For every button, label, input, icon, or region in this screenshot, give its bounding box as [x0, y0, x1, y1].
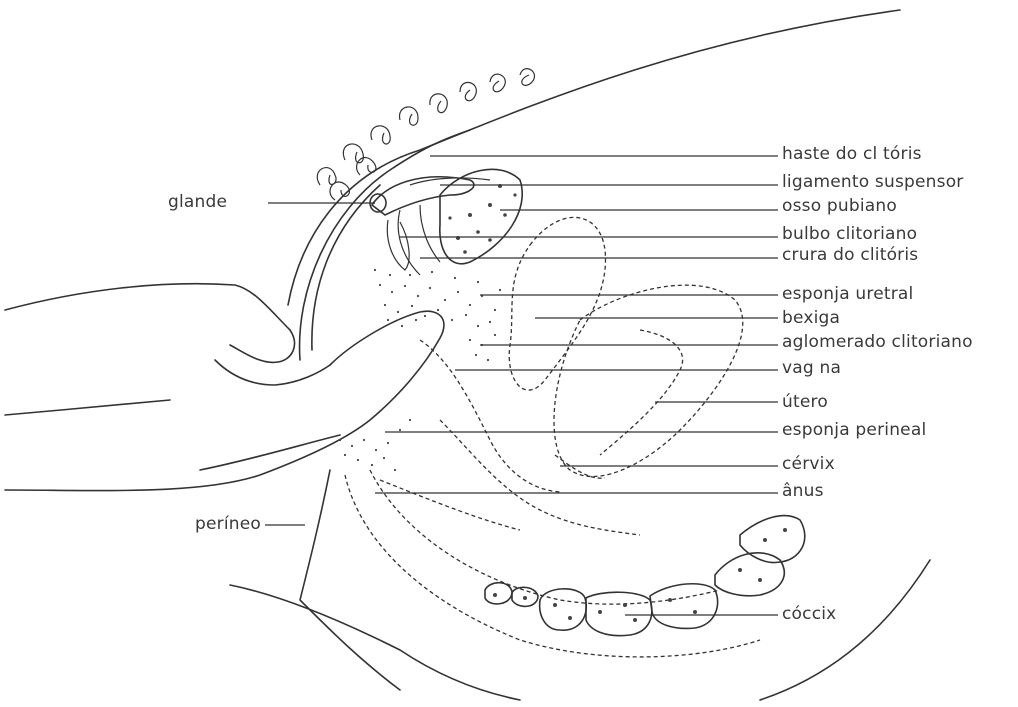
label-utero: útero [782, 394, 828, 411]
uterus [554, 285, 743, 476]
rectum-inner [370, 470, 720, 604]
buttock-contour [300, 470, 400, 690]
coccyx-segments [485, 516, 805, 636]
label-crura-do-clitoris: crura do clitóris [782, 247, 918, 264]
label-vagina: vag na [782, 360, 841, 377]
back-contour [760, 560, 930, 700]
inner-labia-contour [312, 185, 380, 350]
label-cervix: cérvix [782, 456, 835, 473]
label-glande: glande [168, 194, 227, 211]
vagina-wall [440, 420, 640, 535]
lower-body-contour [230, 585, 520, 700]
label-esponja-uretral: esponja uretral [782, 286, 913, 303]
label-bexiga: bexiga [782, 310, 840, 327]
bladder [509, 217, 605, 390]
pubic-bone [440, 169, 522, 263]
label-osso-pubiano: osso pubiano [782, 198, 897, 215]
vagina-canal [420, 340, 560, 492]
clitoral-shaft [372, 177, 474, 215]
perineal-inner [380, 480, 520, 530]
label-bulbo-clitoriano: bulbo clitoriano [782, 226, 917, 243]
label-coccix: cóccix [782, 606, 836, 623]
clitoral-crura [398, 205, 440, 275]
finger-inner-line [200, 435, 340, 470]
label-perineo: períneo [195, 516, 261, 533]
urethral-sponge-stipple [374, 269, 501, 361]
label-haste-do-clitoris: haste do cl tóris [782, 146, 922, 163]
leader-lines [265, 156, 778, 615]
rectum-outer [345, 475, 760, 657]
label-aglomerado-clitoriano: aglomerado clitoriano [782, 334, 973, 351]
hand-outline-upper [5, 284, 294, 363]
hand-knuckle [215, 360, 330, 385]
label-esponja-perineal: esponja perineal [782, 422, 926, 439]
finger-outline [5, 311, 444, 490]
label-ligamento-suspensor: ligamento suspensor [782, 174, 963, 191]
perineal-sponge-stipple [339, 419, 411, 471]
label-anus: ânus [782, 483, 824, 500]
palm-lower [5, 400, 170, 415]
uterus-inner [600, 330, 683, 455]
